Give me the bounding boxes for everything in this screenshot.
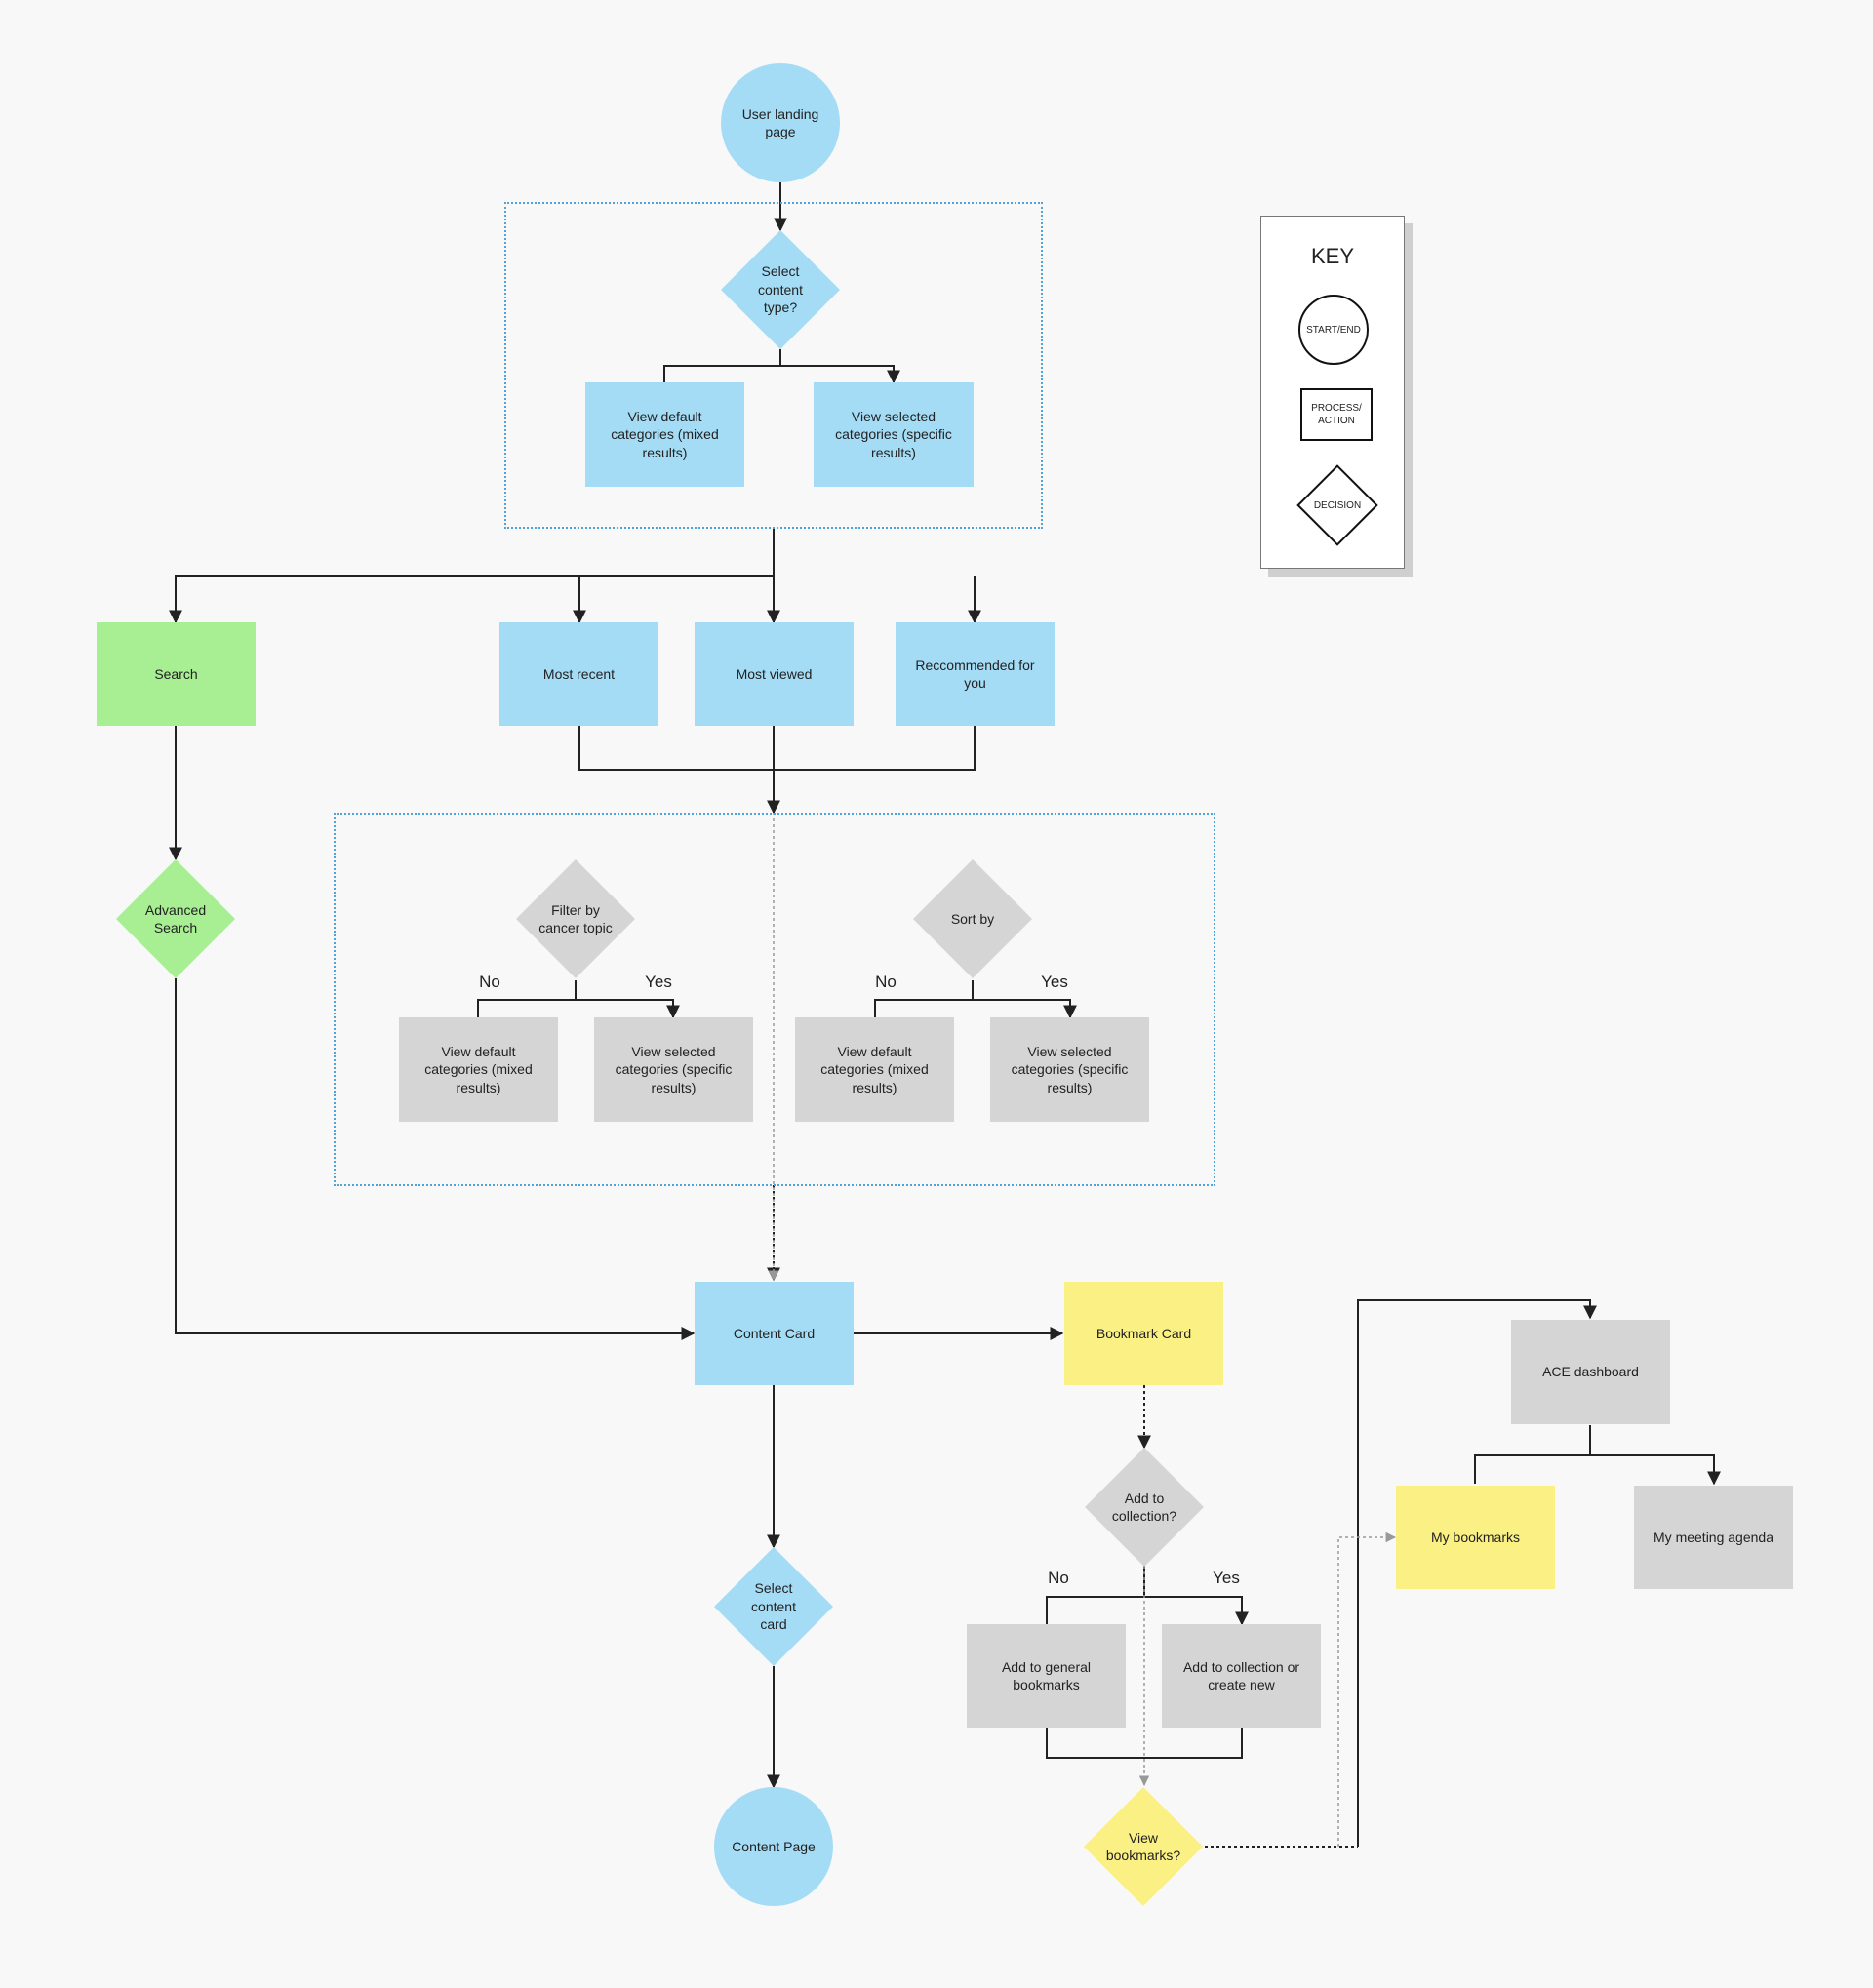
branch-label-collection-yes: Yes — [1213, 1569, 1240, 1587]
legend-process-action-label: PROCESS/ ACTION — [1311, 403, 1362, 426]
edge-dashboard-split — [1474, 1425, 1714, 1484]
node-search[interactable]: Search — [97, 622, 256, 726]
node-add-to-collection-or-new[interactable]: Add to collection or create new — [1162, 1624, 1321, 1728]
node-content-page[interactable]: Content Page — [714, 1787, 833, 1906]
diamond-shape — [913, 859, 1032, 978]
node-add-general-bookmarks[interactable]: Add to general bookmarks — [967, 1624, 1126, 1728]
branch-label-sort-no: No — [875, 973, 897, 991]
legend-decision-diamond: DECISION — [1296, 464, 1378, 546]
legend-start-end-circle: START/END — [1298, 295, 1369, 365]
node-view-selected-top[interactable]: View selected categories (specific resul… — [814, 382, 974, 487]
node-my-bookmarks[interactable]: My bookmarks — [1396, 1486, 1555, 1589]
node-sort-view-selected[interactable]: View selected categories (specific resul… — [990, 1017, 1149, 1122]
legend-process-action-box: PROCESS/ ACTION — [1300, 388, 1373, 441]
branch-label-sort-yes: Yes — [1041, 973, 1068, 991]
diamond-shape — [116, 859, 235, 978]
edge-filter-split — [477, 980, 673, 1017]
node-bookmark-card[interactable]: Bookmark Card — [1064, 1282, 1223, 1385]
legend-key: KEY START/END PROCESS/ ACTION DECISION — [1260, 216, 1405, 569]
node-view-bookmarks[interactable]: View bookmarks? — [1084, 1787, 1203, 1906]
edge-advanced-to-content-card — [175, 978, 696, 1340]
node-advanced-search[interactable]: Advanced Search — [116, 859, 235, 978]
edge-select-type-split — [663, 349, 894, 382]
node-select-content-card[interactable]: Select content card — [714, 1547, 833, 1666]
content-type-group — [504, 202, 1043, 529]
legend-diamond-shape — [1296, 464, 1378, 546]
edge-merge-lists — [578, 726, 976, 813]
node-my-meeting-agenda[interactable]: My meeting agenda — [1634, 1486, 1793, 1589]
node-view-default-top[interactable]: View default categories (mixed results) — [585, 382, 744, 487]
node-sort-view-default[interactable]: View default categories (mixed results) — [795, 1017, 954, 1122]
branch-label-filter-yes: Yes — [645, 973, 672, 991]
node-filter-view-selected[interactable]: View selected categories (specific resul… — [594, 1017, 753, 1122]
legend-start-end-label: START/END — [1306, 324, 1361, 336]
node-sort-by[interactable]: Sort by — [913, 859, 1032, 978]
diamond-shape — [516, 859, 635, 978]
edge-view-bookmarks-to-my-bookmarks — [1337, 1531, 1397, 1847]
branch-label-collection-no: No — [1048, 1569, 1069, 1587]
edge-collection-merge — [1046, 1728, 1243, 1759]
filter-sort-group — [334, 813, 1215, 1186]
diamond-shape — [1084, 1787, 1203, 1906]
diamond-shape — [721, 230, 840, 349]
node-add-to-collection[interactable]: Add to collection? — [1085, 1448, 1204, 1567]
node-recommended-for-you[interactable]: Reccommended for you — [896, 622, 1055, 726]
node-filter-view-default[interactable]: View default categories (mixed results) — [399, 1017, 558, 1122]
edge-to-search — [169, 575, 774, 624]
node-select-content-type[interactable]: Select content type? — [721, 230, 840, 349]
node-filter-by-cancer-topic[interactable]: Filter by cancer topic — [516, 859, 635, 978]
legend-title: KEY — [1310, 244, 1355, 268]
diamond-shape — [1085, 1448, 1204, 1567]
diamond-shape — [714, 1547, 833, 1666]
node-ace-dashboard[interactable]: ACE dashboard — [1511, 1320, 1670, 1424]
branch-label-filter-no: No — [479, 973, 500, 991]
node-most-recent[interactable]: Most recent — [499, 622, 658, 726]
edge-to-ace-dashboard — [1357, 1299, 1597, 1847]
edge-sort-split — [874, 980, 1070, 1017]
edge-collection-split — [1046, 1566, 1242, 1624]
node-most-viewed[interactable]: Most viewed — [695, 622, 854, 726]
legend-decision-label: DECISION — [1313, 499, 1362, 511]
node-content-card[interactable]: Content Card — [695, 1282, 854, 1385]
node-user-landing-page[interactable]: User landing page — [721, 63, 840, 182]
